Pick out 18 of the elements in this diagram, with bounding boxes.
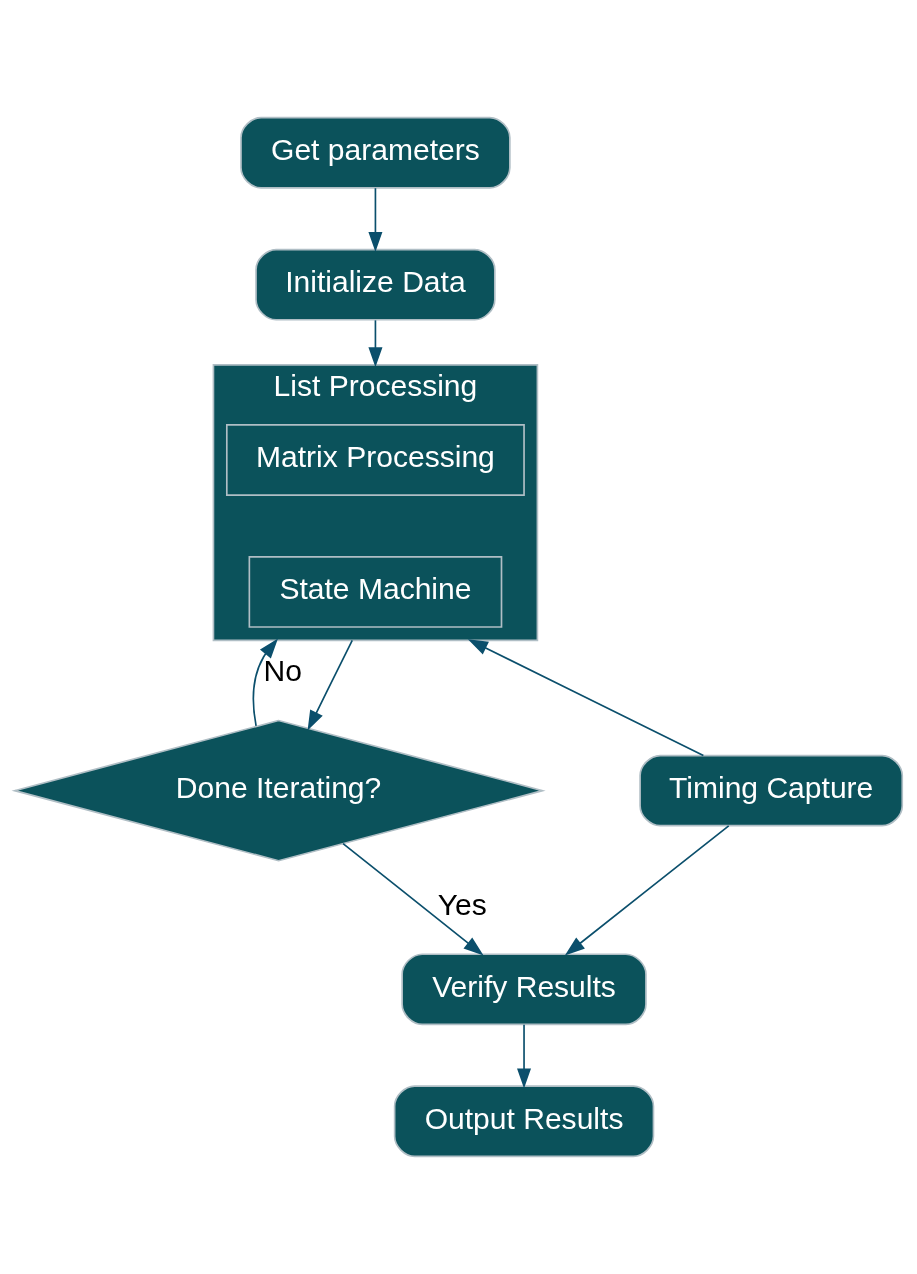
edge-label: Yes (437, 887, 487, 921)
node-box: State Machine (248, 556, 503, 628)
arrow (368, 187, 383, 252)
node-box: Verify Results (401, 953, 647, 1026)
arrow (252, 638, 278, 727)
node-diamond: Done Iterating? (11, 719, 546, 862)
node-box: Get parameters (240, 116, 511, 189)
arrow (517, 1023, 532, 1089)
arrow (467, 639, 705, 757)
node-box: Timing Capture (639, 754, 904, 827)
arrow (564, 825, 730, 956)
edge-label: No (263, 654, 302, 688)
arrow (307, 639, 354, 731)
node-box: Matrix Processing (225, 424, 525, 496)
node-box: Initialize Data (255, 248, 496, 321)
node-box: Output Results (393, 1085, 655, 1158)
arrow (342, 842, 484, 956)
arrow (368, 319, 383, 368)
